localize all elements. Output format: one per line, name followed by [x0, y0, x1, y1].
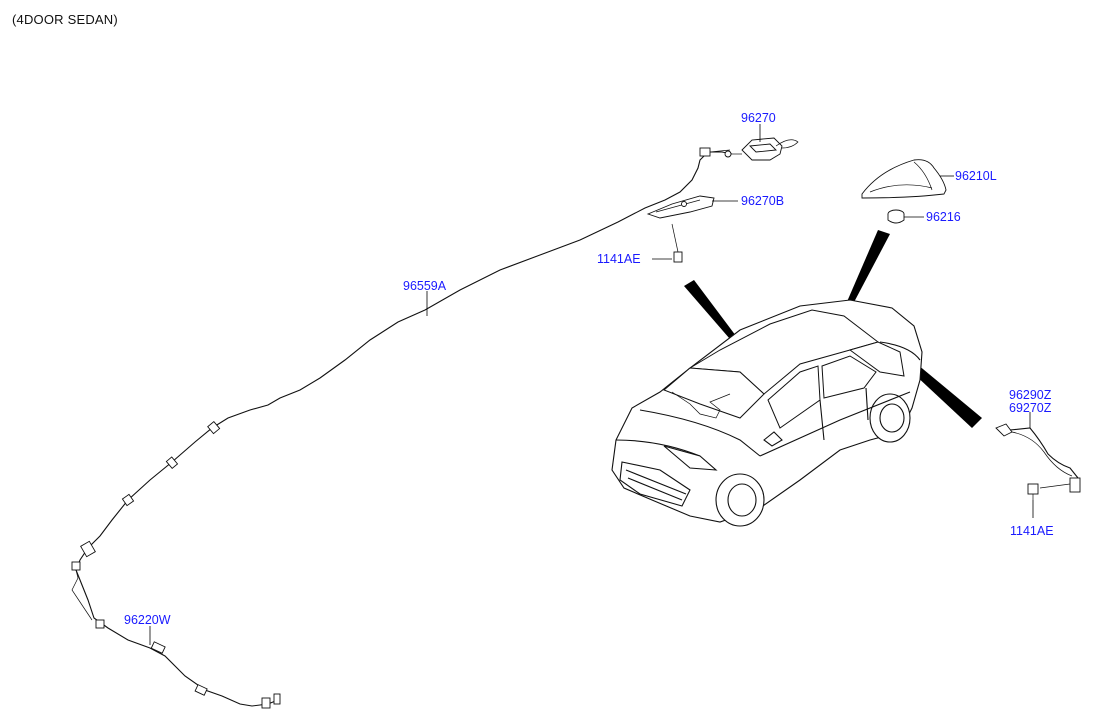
screw-1141AE-right	[1027, 483, 1039, 500]
label-96216: 96216	[926, 210, 961, 224]
label-96559A: 96559A	[403, 279, 447, 293]
diagram-title: (4DOOR SEDAN)	[12, 12, 118, 27]
label-96270B: 96270B	[741, 194, 784, 208]
label-1141AE-top: 1141AE	[597, 252, 641, 266]
gps-module-96270	[732, 137, 799, 161]
screw-1141AE-top	[671, 223, 683, 263]
label-96270: 96270	[741, 111, 776, 125]
bracket-96270B	[646, 195, 715, 219]
antenna-cable-assembly	[71, 147, 733, 709]
callout-front-roof	[684, 280, 742, 346]
label-69270Z: 69270Z	[1009, 401, 1052, 415]
rear-cable-96290Z	[995, 423, 1081, 493]
label-96220W: 96220W	[124, 613, 171, 627]
callout-antenna	[846, 230, 890, 306]
label-1141AE-right: 1141AE	[1010, 524, 1054, 538]
label-96290Z: 96290Z	[1009, 388, 1052, 402]
label-96210L: 96210L	[955, 169, 997, 183]
nut-96216	[887, 209, 905, 224]
sedan-car-illustration	[611, 299, 923, 527]
roof-antenna-96210L	[861, 159, 947, 199]
